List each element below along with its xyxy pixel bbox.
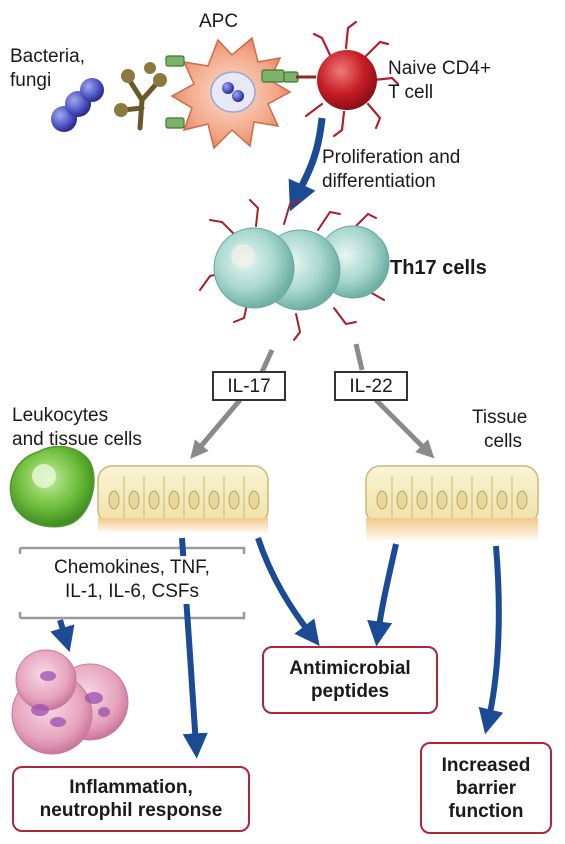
- barrier-line1: Increased: [441, 754, 531, 776]
- bacteria-label-line2: fungi: [10, 70, 52, 91]
- il17-tag: IL-17: [212, 371, 286, 401]
- cytokine-list: Chemokines, TNF, IL-1, IL-6, CSFs: [24, 556, 240, 604]
- epithelium-right-icon: [365, 465, 539, 540]
- tcr-link-icon: [283, 71, 316, 83]
- inflammation-line2: neutrophil response: [39, 800, 223, 821]
- antimicrobial-peptides-box: Antimicrobial peptides: [262, 646, 438, 714]
- fungi-icon: [114, 62, 167, 131]
- naive-label-line1: Naive CD4+: [388, 58, 491, 79]
- cytokine-bracket: [18, 546, 246, 620]
- inflammation-box: Inflammation, neutrophil response: [12, 766, 250, 832]
- differentiation-arrow: [288, 117, 326, 212]
- apc-label: APC: [199, 11, 239, 32]
- barrier-function-box: Increased barrier function: [420, 742, 552, 834]
- cytokine-release-arrows: [190, 343, 435, 459]
- leukocyte-icon: [9, 445, 95, 528]
- cytokine-line2: IL-1, IL-6, CSFs: [64, 581, 200, 602]
- cytokine-line1: Chemokines, TNF,: [54, 557, 210, 578]
- barrier-line3: function: [448, 800, 524, 822]
- bacteria-label-line1: Bacteria,: [10, 46, 85, 67]
- inflammation-line1: Inflammation,: [69, 777, 193, 798]
- tissue-label-line1: Tissue: [472, 407, 528, 428]
- epithelium-left-icon: [97, 465, 269, 532]
- apc-cell-icon: [165, 36, 292, 150]
- il22-tag: IL-22: [334, 371, 408, 401]
- th17-label: Th17 cells: [390, 257, 487, 279]
- antimicrobial-line1: Antimicrobial: [289, 658, 411, 679]
- neutrophils-icon: [11, 649, 129, 755]
- barrier-line2: barrier: [455, 777, 517, 799]
- naive-t-cell-icon: [304, 20, 400, 138]
- prolif-label-line2: differentiation: [322, 171, 436, 192]
- effect-arrows: [50, 537, 504, 759]
- tissue-label-line2: cells: [484, 431, 523, 452]
- antimicrobial-line2: peptides: [310, 681, 390, 702]
- leuko-label-line1: Leukocytes: [12, 405, 109, 426]
- bacteria-icon: [51, 78, 104, 132]
- prolif-label-line1: Proliferation and: [322, 147, 461, 168]
- leuko-label-line2: and tissue cells: [12, 429, 142, 450]
- naive-label-line2: T cell: [388, 82, 434, 103]
- th17-cells-icon: [199, 199, 390, 341]
